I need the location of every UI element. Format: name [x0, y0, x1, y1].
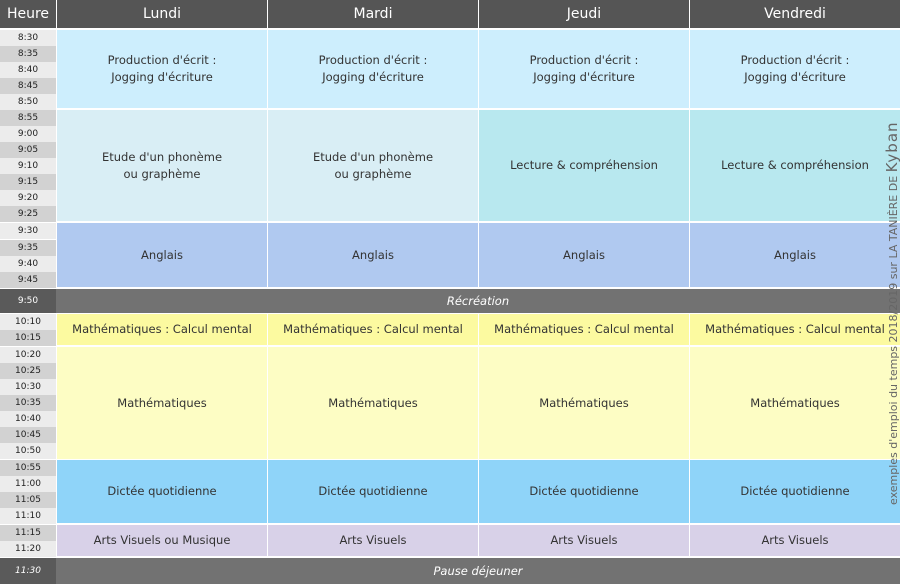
cell-dictee-lundi: Dictée quotidienne	[57, 460, 267, 523]
cell-arts-lundi: Arts Visuels ou Musique	[57, 525, 267, 556]
cell-maths-mardi: Mathématiques	[268, 347, 478, 459]
cell-anglais-lundi: Anglais	[57, 223, 267, 287]
time-cell: 10:35	[0, 395, 56, 411]
time-cell: 9:30	[0, 223, 56, 239]
cell-production-mardi: Production d'écrit : Jogging d'écriture	[268, 30, 478, 108]
time-cell: 10:15	[0, 330, 56, 346]
break-recreation: Récréation	[56, 289, 900, 313]
header-jeudi: Jeudi	[479, 0, 689, 28]
time-cell: 10:30	[0, 379, 56, 395]
cell-dictee-jeudi: Dictée quotidienne	[479, 460, 689, 523]
cell-dictee-vendredi: Dictée quotidienne	[690, 460, 900, 523]
cell-production-vendredi: Production d'écrit : Jogging d'écriture	[690, 30, 900, 108]
time-cell: 8:30	[0, 30, 56, 46]
time-cell: 11:10	[0, 508, 56, 524]
cell-maths-lundi: Mathématiques	[57, 347, 267, 459]
time-cell: 9:40	[0, 256, 56, 272]
time-cell-break: 9:50	[0, 289, 56, 313]
cell-lecture-vendredi: Lecture & compréhension	[690, 110, 900, 221]
break-pause-dejeuner: Pause déjeuner	[56, 558, 900, 584]
time-cell: 8:45	[0, 78, 56, 94]
header-heure: Heure	[0, 0, 56, 28]
cell-anglais-mardi: Anglais	[268, 223, 478, 287]
time-cell: 10:10	[0, 314, 56, 330]
cell-arts-jeudi: Arts Visuels	[479, 525, 689, 556]
cell-arts-mardi: Arts Visuels	[268, 525, 478, 556]
cell-arts-vendredi: Arts Visuels	[690, 525, 900, 556]
cell-calcul-lundi: Mathématiques : Calcul mental	[57, 314, 267, 345]
cell-etude-lundi: Etude d'un phonème ou graphème	[57, 110, 267, 221]
time-cell: 11:00	[0, 476, 56, 492]
watermark-text: exemples d'emploi du temps 2018/2019 sur…	[887, 172, 900, 505]
time-cell: 9:35	[0, 240, 56, 256]
watermark-brand: Kyban	[883, 121, 900, 173]
cell-production-jeudi: Production d'écrit : Jogging d'écriture	[479, 30, 689, 108]
time-cell: 9:45	[0, 272, 56, 288]
cell-calcul-jeudi: Mathématiques : Calcul mental	[479, 314, 689, 345]
cell-dictee-mardi: Dictée quotidienne	[268, 460, 478, 523]
time-cell: 8:40	[0, 62, 56, 78]
watermark: exemples d'emploi du temps 2018/2019 sur…	[883, 85, 900, 505]
time-cell: 10:25	[0, 363, 56, 379]
time-cell: 11:15	[0, 525, 56, 541]
cell-maths-vendredi: Mathématiques	[690, 347, 900, 459]
time-cell: 9:05	[0, 142, 56, 158]
time-cell: 10:45	[0, 427, 56, 443]
time-cell: 9:25	[0, 206, 56, 222]
cell-etude-mardi: Etude d'un phonème ou graphème	[268, 110, 478, 221]
cell-production-lundi: Production d'écrit : Jogging d'écriture	[57, 30, 267, 108]
time-cell: 10:20	[0, 347, 56, 363]
cell-maths-jeudi: Mathématiques	[479, 347, 689, 459]
time-cell: 9:00	[0, 126, 56, 142]
time-cell: 10:40	[0, 411, 56, 427]
time-cell: 11:05	[0, 492, 56, 508]
time-cell: 9:20	[0, 190, 56, 206]
header-mardi: Mardi	[268, 0, 478, 28]
time-cell: 10:55	[0, 460, 56, 476]
header-lundi: Lundi	[57, 0, 267, 28]
cell-anglais-vendredi: Anglais	[690, 223, 900, 287]
time-cell: 8:50	[0, 94, 56, 110]
time-cell: 8:35	[0, 46, 56, 62]
time-cell: 11:20	[0, 541, 56, 557]
time-cell: 9:15	[0, 174, 56, 190]
cell-anglais-jeudi: Anglais	[479, 223, 689, 287]
time-cell-break: 11:30	[0, 558, 56, 584]
time-cell: 10:50	[0, 443, 56, 459]
header-vendredi: Vendredi	[690, 0, 900, 28]
time-cell: 9:10	[0, 158, 56, 174]
cell-lecture-jeudi: Lecture & compréhension	[479, 110, 689, 221]
cell-calcul-vendredi: Mathématiques : Calcul mental	[690, 314, 900, 345]
time-cell: 8:55	[0, 110, 56, 126]
cell-calcul-mardi: Mathématiques : Calcul mental	[268, 314, 478, 345]
